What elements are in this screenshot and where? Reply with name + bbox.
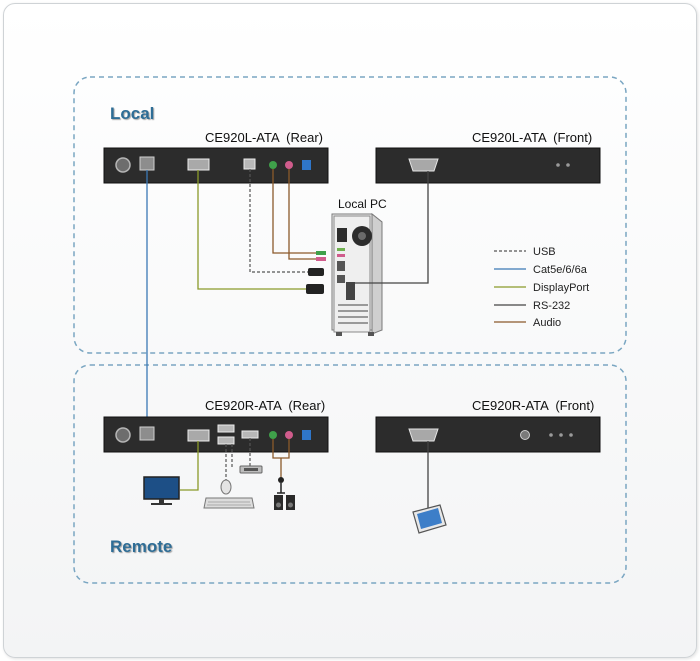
speakers-icon [274,495,295,510]
led-icon [569,433,573,437]
usb-cable [249,169,308,273]
displayport-port-icon [187,158,210,171]
usb-a-port-icon [217,436,235,445]
remote-rear-unit [103,416,329,453]
audio-cable [272,169,316,254]
rs232-cable [352,171,429,284]
displayport-cable [180,441,199,491]
displayport-cable [197,170,306,290]
usb-a-port-icon [217,424,235,433]
touch-panel-icon [412,504,447,534]
audio-plug-icon [316,251,326,255]
speaker-jack-icon [269,431,277,439]
remote-section-title: Remote [110,537,173,556]
usb-a-port-icon [241,430,259,439]
legend-label-audio: Audio [533,317,561,329]
dip-switch-icon [302,160,311,170]
rs232-port-icon [408,158,439,172]
mic-jack-icon [285,161,293,169]
local-rear-unit [103,147,329,184]
rj45-port-icon [139,426,155,441]
legend-label-displayport: DisplayPort [533,282,589,294]
displayport-port-icon [187,429,210,442]
led-icon [556,163,560,167]
led-icon [549,433,553,437]
legend-label-usb: USB [533,246,556,258]
usb-b-port-icon [243,158,256,170]
audio-plug-icon [316,257,326,261]
audio-cable [288,169,316,260]
mouse-icon [220,479,232,495]
microphone-icon [277,477,285,494]
usb-plug-icon [308,268,324,276]
legend: USB Cat5e/6/6a DisplayPort RS-232 Audio [494,246,589,329]
monitor-icon [143,476,180,505]
mic-jack-icon [285,431,293,439]
led-icon [559,433,563,437]
power-jack-icon [115,427,131,443]
keyboard-icon [203,497,255,509]
led-icon [566,163,570,167]
power-jack-icon [115,157,131,173]
remote-rear-label: CE920R-ATA (Rear) [205,398,326,413]
rj45-port-icon [139,156,155,171]
local-section-title: Local [110,104,155,123]
dip-switch-icon [302,430,311,440]
local-rear-label: CE920L-ATA (Rear) [205,130,324,145]
local-pc-label: Local PC [338,197,387,211]
legend-label-cat5: Cat5e/6/6a [533,264,588,276]
usb-device-icon [239,465,263,474]
displayport-plug-icon [306,284,324,294]
speaker-jack-icon [269,161,277,169]
local-region [73,76,627,354]
local-front-label: CE920L-ATA (Front) [472,130,593,145]
legend-label-rs232: RS-232 [533,300,570,312]
button-icon [520,430,530,440]
local-pc-tower [331,212,383,336]
rs232-port-icon [408,428,439,442]
remote-front-label: CE920R-ATA (Front) [472,398,595,413]
remote-front-unit [375,416,601,453]
local-front-unit [375,147,601,184]
